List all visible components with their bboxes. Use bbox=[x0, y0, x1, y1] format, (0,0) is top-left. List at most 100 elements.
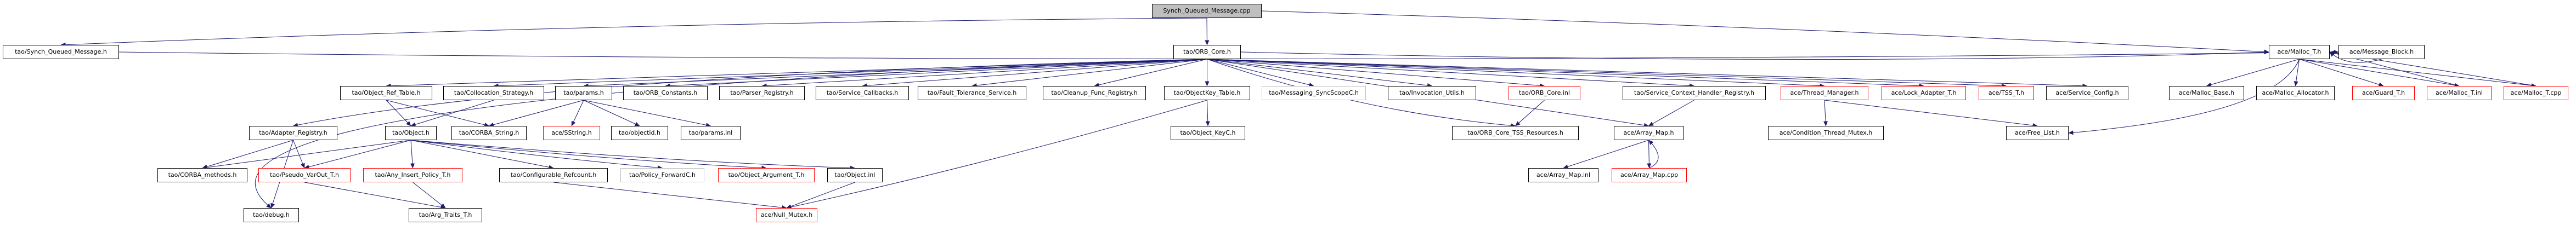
edge-obj-pv bbox=[304, 140, 411, 169]
graph-node-la[interactable]: ace/Lock_Adapter_T.h bbox=[1882, 86, 1966, 100]
edge-cpp-sqm_h bbox=[60, 18, 1207, 47]
edge-obj-oat bbox=[410, 140, 767, 170]
graph-node-okc[interactable]: tao/Object_KeyC.h bbox=[1171, 126, 1245, 140]
edge-okt-nm bbox=[786, 100, 1207, 210]
graph-node-am[interactable]: ace/Array_Map.h bbox=[1614, 126, 1684, 140]
graph-node-mss[interactable]: tao/Messaging_SyncScopeC.h bbox=[1262, 86, 1366, 100]
edge-tm-fl bbox=[1824, 100, 2038, 128]
graph-node-ctm[interactable]: ace/Condition_Thread_Mutex.h bbox=[1768, 126, 1884, 140]
edge-ar-cm bbox=[202, 140, 293, 169]
graph-node-par[interactable]: tao/params.h bbox=[555, 86, 612, 100]
graph-node-oc[interactable]: tao/ORB_Constants.h bbox=[623, 86, 708, 100]
edge-orb-svc bbox=[1207, 59, 2088, 88]
edge-orb-sc bbox=[862, 59, 1207, 88]
graph-node-tm[interactable]: ace/Thread_Manager.h bbox=[1781, 86, 1868, 100]
edge-mt-malloc bbox=[2293, 59, 2300, 86]
graph-node-mb[interactable]: ace/Message_Block.h bbox=[2338, 45, 2425, 59]
graph-node-tssr[interactable]: tao/ORB_Core_TSS_Resources.h bbox=[1452, 126, 1579, 140]
edge-ort-obj bbox=[386, 100, 411, 126]
graph-node-cstr[interactable]: tao/CORBA_String.h bbox=[451, 126, 527, 140]
edge-orb-ort bbox=[386, 59, 1207, 88]
edge-orb-dbg bbox=[255, 59, 1207, 209]
edge-orb-tssr bbox=[1207, 59, 1516, 128]
graph-node-schr[interactable]: tao/Service_Context_Handler_Registry.h bbox=[1623, 86, 1766, 100]
graph-node-argt[interactable]: tao/Arg_Traits_T.h bbox=[409, 208, 482, 222]
graph-node-aip[interactable]: tao/Any_Insert_Policy_T.h bbox=[363, 168, 462, 182]
edge-orb-cfr bbox=[1094, 59, 1207, 87]
edge-orb-mt bbox=[1240, 50, 2269, 60]
graph-node-oinl[interactable]: tao/Object.inl bbox=[827, 168, 883, 182]
graph-node-nm[interactable]: ace/Null_Mutex.h bbox=[756, 208, 817, 222]
graph-node-mbase[interactable]: ace/Malloc_Base.h bbox=[2169, 86, 2244, 100]
edge-obj-cm bbox=[202, 140, 411, 170]
edge-orb-fts bbox=[971, 59, 1207, 88]
graph-node-tss[interactable]: ace/TSS_T.h bbox=[1979, 86, 2034, 100]
edge-amcpp-am bbox=[1648, 140, 1659, 169]
graph-node-ort[interactable]: tao/Object_Ref_Table.h bbox=[340, 86, 432, 100]
graph-node-oat[interactable]: tao/Object_Argument_T.h bbox=[718, 168, 815, 182]
graph-node-fl[interactable]: ace/Free_List.h bbox=[2006, 126, 2069, 140]
graph-node-mtcpp[interactable]: ace/Malloc_T.cpp bbox=[2504, 86, 2568, 100]
graph-node-cm[interactable]: tao/CORBA_methods.h bbox=[157, 168, 247, 182]
graph-node-sc[interactable]: tao/Service_Callbacks.h bbox=[816, 86, 909, 100]
graph-node-pfc[interactable]: tao/Policy_ForwardC.h bbox=[620, 168, 704, 182]
edge-orb-mss bbox=[1207, 59, 1314, 87]
edge-obj-oinl bbox=[410, 140, 855, 170]
edge-orb-tss bbox=[1207, 59, 2007, 88]
edge-par-oid bbox=[583, 100, 640, 126]
graph-node-iu[interactable]: tao/Invocation_Utils.h bbox=[1388, 86, 1476, 100]
edge-obj-cref bbox=[410, 140, 554, 170]
edge-mt-guard bbox=[2299, 59, 2384, 87]
graph-node-orb[interactable]: tao/ORB_Core.h bbox=[1173, 45, 1241, 59]
edge-mt-mtcpp bbox=[2299, 59, 2537, 88]
graph-node-cfr[interactable]: tao/Cleanup_Func_Registry.h bbox=[1043, 86, 1146, 100]
graph-node-cs[interactable]: tao/Collocation_Strategy.h bbox=[443, 86, 544, 100]
edge-orb-tm bbox=[1207, 59, 1825, 88]
edge-am-aminl bbox=[1563, 140, 1649, 169]
edge-mt-mtinl bbox=[2299, 59, 2460, 88]
edge-schr-am bbox=[1648, 100, 1694, 126]
graph-node-svc[interactable]: ace/Service_Config.h bbox=[2046, 86, 2128, 100]
graph-node-okt[interactable]: tao/ObjectKey_Table.h bbox=[1164, 86, 1250, 100]
edge-oci-tssr bbox=[1515, 100, 1545, 126]
graph-node-mtinl[interactable]: ace/Malloc_T.inl bbox=[2427, 86, 2492, 100]
graph-node-amcpp[interactable]: ace/Array_Map.cpp bbox=[1612, 168, 1687, 182]
graph-node-mt[interactable]: ace/Malloc_T.h bbox=[2269, 45, 2330, 59]
graph-node-cref[interactable]: tao/Configurable_Refcount.h bbox=[499, 168, 608, 182]
edge-orb-pr bbox=[761, 59, 1207, 88]
graph-node-oci[interactable]: tao/ORB_Core.inl bbox=[1509, 86, 1580, 100]
edge-oinl-nm bbox=[786, 182, 855, 209]
graph-node-oid[interactable]: tao/objectid.h bbox=[611, 126, 668, 140]
edge-orb-schr bbox=[1207, 59, 1694, 88]
edge-cref-nm bbox=[553, 182, 787, 210]
edge-par-pinl bbox=[583, 100, 711, 128]
edge-ort-cstr bbox=[386, 100, 489, 127]
graph-node-pinl[interactable]: tao/params.inl bbox=[681, 126, 741, 140]
graph-node-obj[interactable]: tao/Object.h bbox=[385, 126, 437, 140]
graph-node-pv[interactable]: tao/Pseudo_VarOut_T.h bbox=[258, 168, 351, 182]
graph-node-aminl[interactable]: ace/Array_Map.inl bbox=[1528, 168, 1598, 182]
graph-node-pr[interactable]: tao/Parser_Registry.h bbox=[719, 86, 805, 100]
edge-cpp-mt bbox=[1261, 10, 2269, 54]
edge-aip-argt bbox=[413, 182, 446, 209]
edge-ar-pv bbox=[293, 140, 305, 169]
graph-node-ar[interactable]: tao/Adapter_Registry.h bbox=[249, 126, 337, 140]
edge-orb-la bbox=[1207, 59, 1924, 88]
edge-orb-iu bbox=[1207, 59, 1432, 88]
edge-pv-argt bbox=[304, 182, 446, 210]
graph-node-fts[interactable]: tao/Fault_Tolerance_Service.h bbox=[918, 86, 1026, 100]
graph-node-dbg[interactable]: tao/debug.h bbox=[244, 208, 299, 222]
edge-par-sstr bbox=[571, 100, 584, 126]
edge-obj-pfc bbox=[410, 140, 663, 170]
graph-node-sstr[interactable]: ace/SString.h bbox=[543, 126, 600, 140]
graph-node-cpp[interactable]: Synch_Queued_Message.cpp bbox=[1152, 4, 1262, 18]
graph-node-guard[interactable]: ace/Guard_T.h bbox=[2352, 86, 2415, 100]
edge-orb-oci bbox=[1207, 59, 1545, 88]
edge-mb-mt bbox=[2329, 51, 2382, 63]
edge-tm-ctm bbox=[1823, 100, 1828, 126]
graph-node-malloc[interactable]: ace/Malloc_Allocator.h bbox=[2256, 86, 2335, 100]
graph-node-sqm_h[interactable]: tao/Synch_Queued_Message.h bbox=[3, 45, 119, 59]
edge-mt-fl bbox=[2068, 59, 2300, 135]
